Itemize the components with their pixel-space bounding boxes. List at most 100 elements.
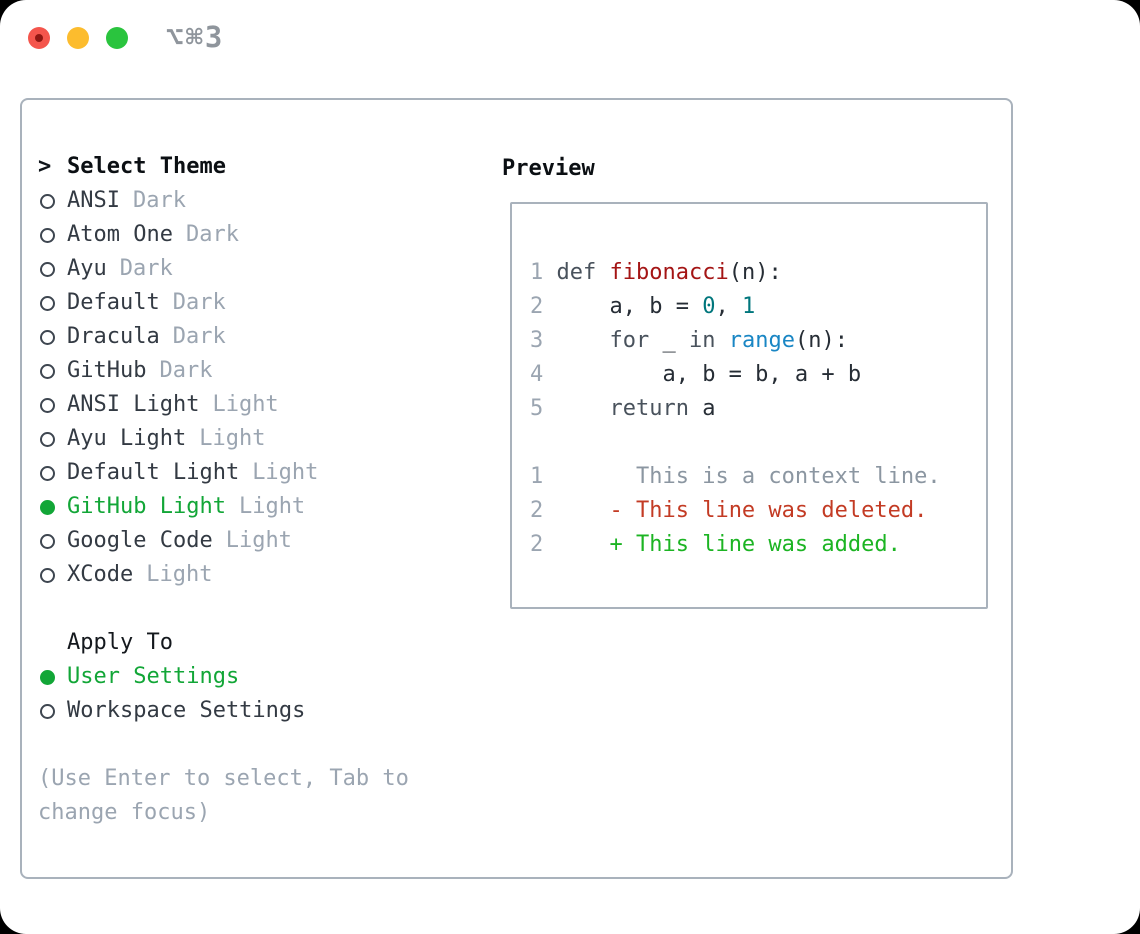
code-line: 4 a, b = b, a + b [530, 358, 986, 392]
theme-option[interactable]: Default Light Light [38, 456, 478, 490]
radio-marker [38, 295, 67, 311]
close-button[interactable] [28, 27, 50, 49]
titlebar: ⌥⌘3 [0, 0, 1140, 75]
radio-icon [40, 397, 55, 413]
code-token-default: a, b = b, a + b [556, 362, 862, 387]
option-label: Default [67, 290, 160, 315]
code-token-lineno: 1 [530, 464, 557, 489]
hint-text: (Use Enter to select, Tab to change focu… [38, 766, 409, 825]
radio-marker [38, 193, 67, 209]
close-dot-icon [35, 34, 43, 42]
code-line: 2 a, b = 0, 1 [530, 290, 986, 324]
radio-icon [40, 227, 55, 243]
code-line: 2 - This line was deleted. [530, 494, 986, 528]
select-theme-title: Select Theme [67, 154, 226, 179]
code-token-default: (n): [794, 328, 848, 353]
theme-option[interactable]: GitHub Light Light [38, 490, 478, 524]
radio-marker [38, 567, 67, 583]
code-token-default [557, 328, 610, 353]
option-variant-tag: Dark [159, 358, 213, 383]
code-line: 5 return a [530, 392, 986, 426]
option-variant-tag: Light [212, 392, 279, 417]
code-token-number: 1 [741, 294, 756, 319]
code-token-deleted: - This line was deleted. [609, 498, 928, 523]
apply-to-option[interactable]: Workspace Settings [38, 694, 478, 728]
code-token-keyword: return [609, 396, 703, 421]
radio-icon [40, 431, 55, 447]
option-label: Dracula [67, 324, 160, 349]
radio-icon [40, 193, 55, 209]
preview-title: Preview [502, 156, 595, 181]
theme-option[interactable]: GitHub Dark [38, 354, 478, 388]
code-token-lineno: 2 [530, 532, 557, 557]
option-variant-tag: Light [146, 562, 213, 587]
code-token-default: , [715, 294, 742, 319]
option-variant-tag: Dark [119, 256, 173, 281]
option-label: XCode [67, 562, 134, 587]
option-variant-tag: Light [238, 494, 306, 519]
apply-to-header: Apply To [38, 626, 478, 660]
radio-icon [40, 567, 55, 583]
minimize-button[interactable] [67, 27, 89, 49]
radio-marker [38, 261, 67, 277]
radio-selected-icon [40, 499, 55, 515]
radio-marker [38, 533, 67, 549]
option-variant-tag: Dark [185, 222, 239, 247]
radio-marker [38, 397, 67, 413]
code-token-lineno: 2 [530, 294, 557, 319]
option-label: Default Light [67, 460, 240, 485]
code-token-keyword: in [688, 328, 729, 353]
code-token-default: _ [662, 328, 689, 353]
radio-marker [38, 431, 67, 447]
theme-option[interactable]: ANSI Dark [38, 184, 478, 218]
code-token-default: a [702, 396, 716, 421]
option-label: GitHub [67, 358, 147, 383]
code-token-lineno: 1 [530, 260, 557, 285]
radio-icon [40, 261, 55, 277]
code-token-keyword: for [609, 328, 663, 353]
theme-option[interactable]: XCode Light [38, 558, 478, 592]
code-token-added: + This line was added. [609, 532, 901, 557]
option-label: GitHub Light [67, 494, 226, 519]
option-label: ANSI [67, 188, 120, 213]
code-token-lineno: 4 [530, 362, 557, 387]
code-token-default [557, 396, 610, 421]
code-token-default [557, 498, 610, 523]
theme-option[interactable]: Default Dark [38, 286, 478, 320]
code-token-lineno: 2 [530, 498, 557, 523]
option-variant-tag: Dark [132, 188, 186, 213]
option-label: Google Code [67, 528, 213, 553]
radio-marker [38, 329, 67, 345]
code-line [530, 426, 986, 460]
radio-selected-icon [40, 669, 55, 685]
radio-icon [40, 329, 55, 345]
apply-to-title: Apply To [67, 630, 173, 655]
select-theme-header: > Select Theme [38, 150, 478, 184]
option-label: User Settings [67, 664, 240, 689]
code-token-default: a, b = [556, 294, 703, 319]
radio-icon [40, 295, 55, 311]
maximize-button[interactable] [106, 27, 128, 49]
apply-to-option[interactable]: User Settings [38, 660, 478, 694]
code-line: 2 + This line was added. [530, 528, 986, 562]
radio-marker [38, 227, 67, 243]
code-line: 1 This is a context line. [530, 460, 986, 494]
prompt-arrow-icon: > [38, 154, 52, 179]
option-variant-tag: Dark [172, 290, 226, 315]
code-token-builtin: range [728, 328, 795, 353]
radio-icon [40, 363, 55, 379]
radio-marker [38, 703, 67, 719]
option-variant-tag: Light [252, 460, 319, 485]
